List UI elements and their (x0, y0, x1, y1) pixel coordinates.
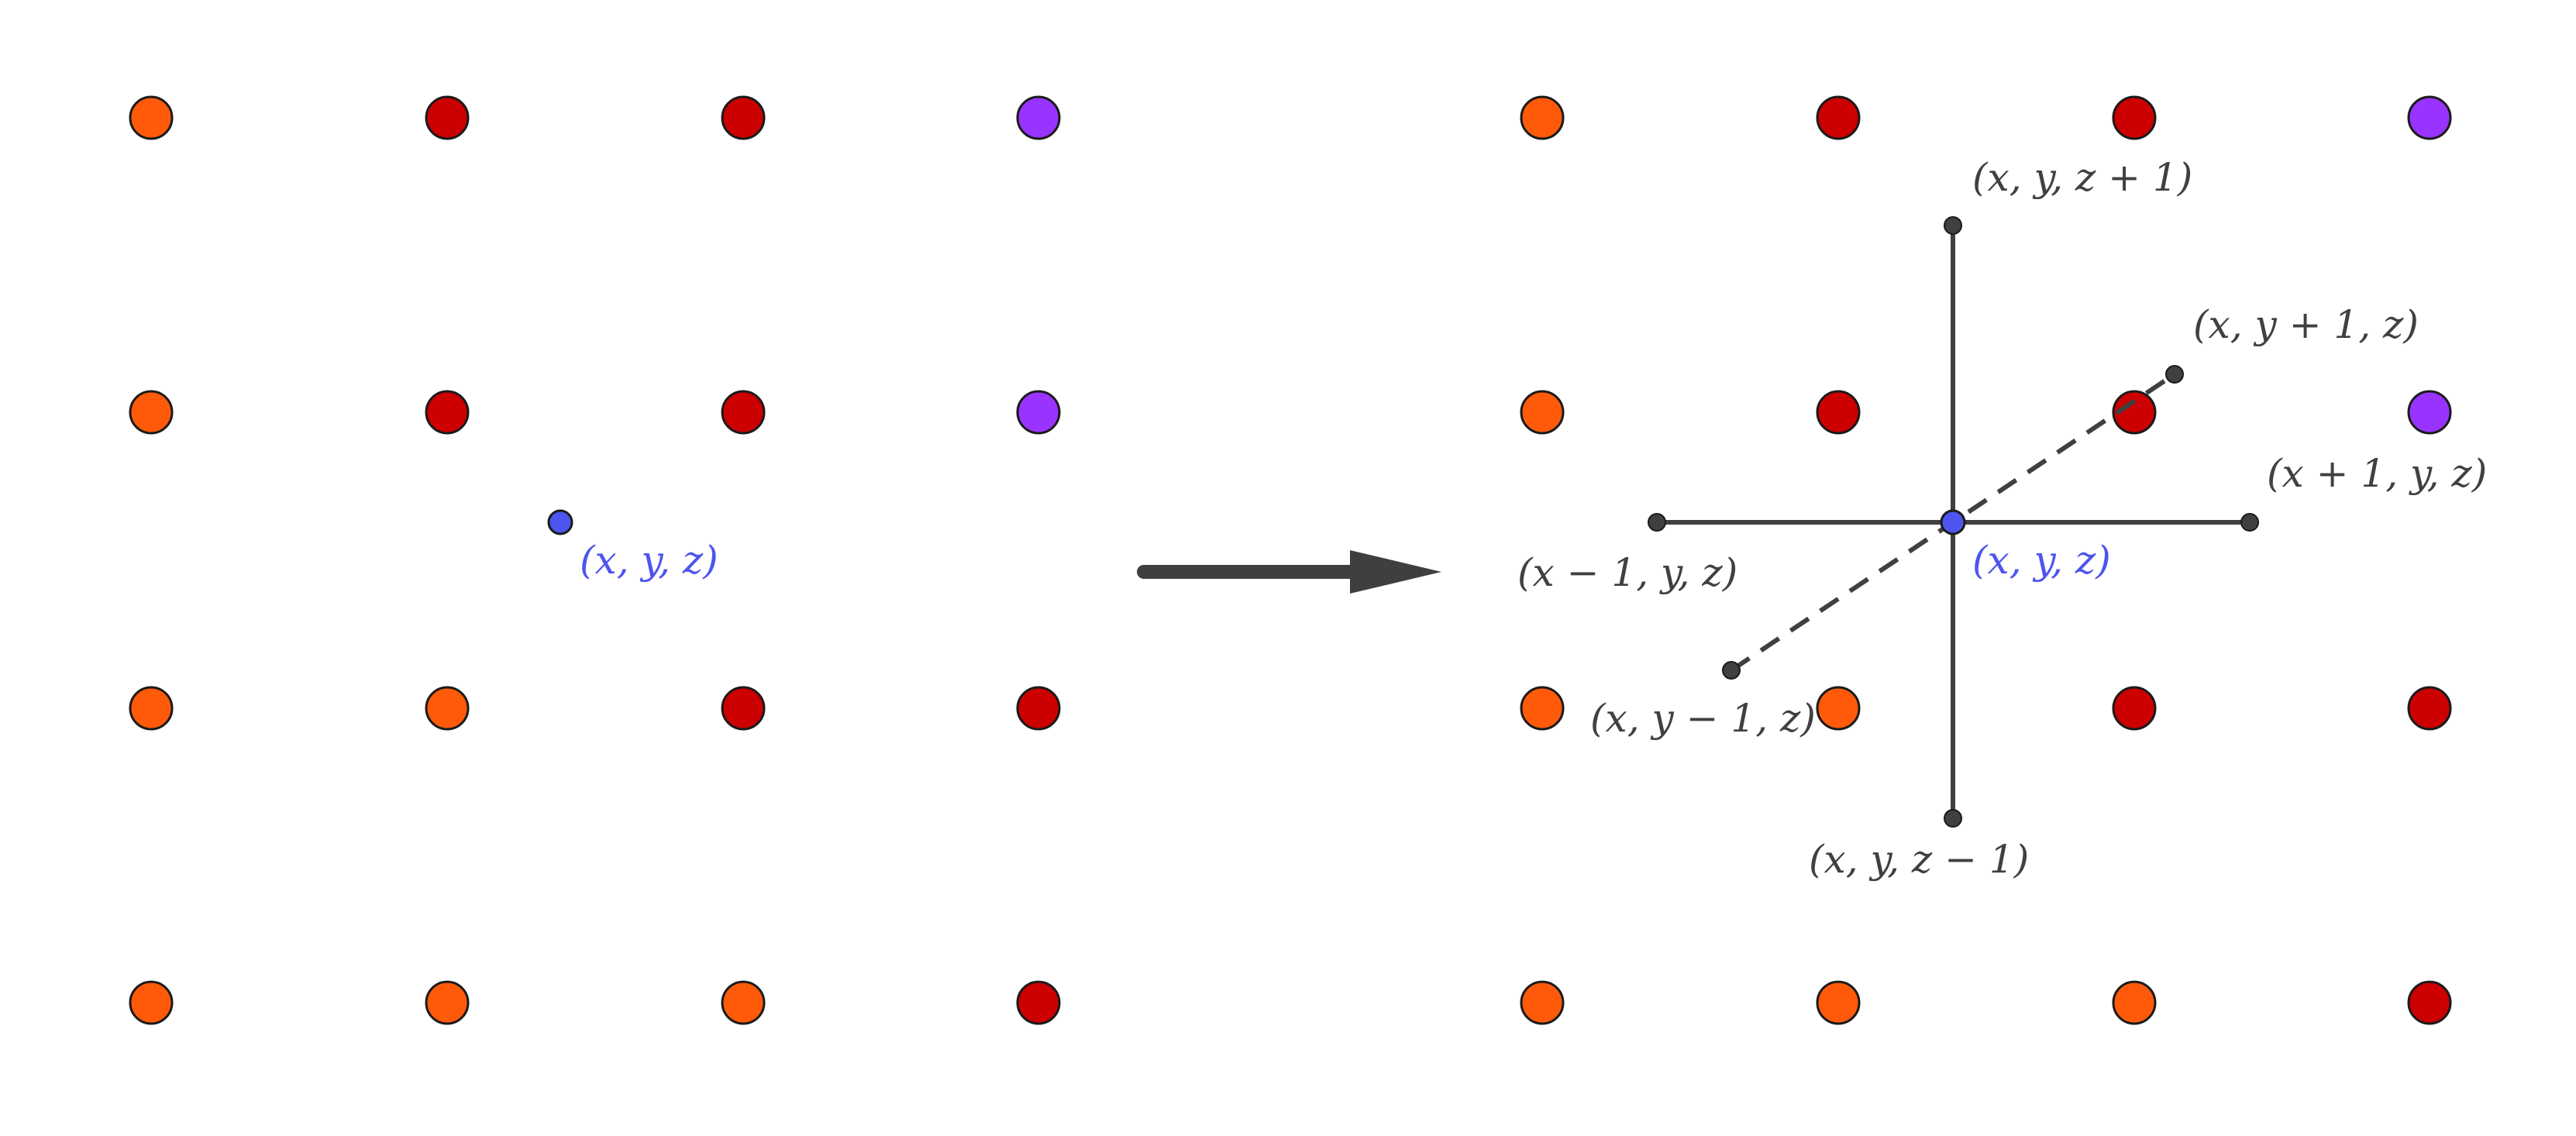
neighbor-z-plus-point (1944, 216, 1962, 235)
label-y-minus: (x, y − 1, z) (1590, 696, 1816, 741)
right-grid-dot-orange (1816, 980, 1861, 1025)
neighbor-x-plus-point (2240, 513, 2259, 532)
right-center-point (1940, 509, 1966, 535)
right-grid-dot-red (1816, 390, 1861, 435)
left-grid-dot-orange (129, 980, 174, 1025)
right-grid-dot-red (2112, 95, 2157, 140)
left-grid-dot-orange (425, 686, 470, 731)
label-z-plus: (x, y, z + 1) (1972, 155, 2192, 200)
left-grid-dot-orange (129, 686, 174, 731)
right-grid-dot-orange (1816, 686, 1861, 731)
left-grid-dot-red (721, 390, 766, 435)
right-grid-dot-orange (1520, 390, 1565, 435)
left-query-point (547, 509, 573, 535)
label-y-plus: (x, y + 1, z) (2193, 302, 2419, 347)
right-grid-dot-orange (2112, 980, 2157, 1025)
left-query-point-label: (x, y, z) (580, 538, 718, 583)
right-grid-dot-orange (1520, 980, 1565, 1025)
left-grid-dot-red (721, 95, 766, 140)
right-grid-dot-orange (1520, 95, 1565, 140)
left-grid-dot-red (721, 686, 766, 731)
left-grid-dot-purple (1016, 390, 1061, 435)
left-grid-dot-red (425, 95, 470, 140)
left-grid-dot-red (1016, 980, 1061, 1025)
left-grid-dot-purple (1016, 95, 1061, 140)
left-grid-dot-orange (129, 95, 174, 140)
right-grid-dot-red (2112, 390, 2157, 435)
left-grid-dot-red (1016, 686, 1061, 731)
left-grid-dot-red (425, 390, 470, 435)
label-x-minus: (x − 1, y, z) (1517, 550, 1737, 595)
left-lattice-grid (129, 95, 1061, 1025)
label-x-plus: (x + 1, y, z) (2267, 451, 2487, 496)
neighbor-y-minus-point (1722, 661, 1741, 680)
right-grid-dot-red (2407, 686, 2452, 731)
neighbor-x-minus-point (1648, 513, 1666, 532)
right-grid-dot-purple (2407, 390, 2452, 435)
left-grid-dot-orange (129, 390, 174, 435)
right-arrow-icon (1137, 550, 1441, 594)
right-grid-dot-purple (2407, 95, 2452, 140)
right-lattice-grid (1520, 95, 2452, 1025)
neighbor-y-plus-point (2165, 365, 2184, 384)
center-point-label: (x, y, z) (1972, 538, 2111, 583)
label-z-minus: (x, y, z − 1) (1809, 837, 2029, 882)
right-grid-dot-red (2112, 686, 2157, 731)
neighbor-stencil (1648, 216, 2259, 828)
right-grid-dot-red (1816, 95, 1861, 140)
neighbor-z-minus-point (1944, 809, 1962, 828)
right-grid-dot-red (2407, 980, 2452, 1025)
left-grid-dot-orange (425, 980, 470, 1025)
right-grid-dot-orange (1520, 686, 1565, 731)
left-grid-dot-orange (721, 980, 766, 1025)
